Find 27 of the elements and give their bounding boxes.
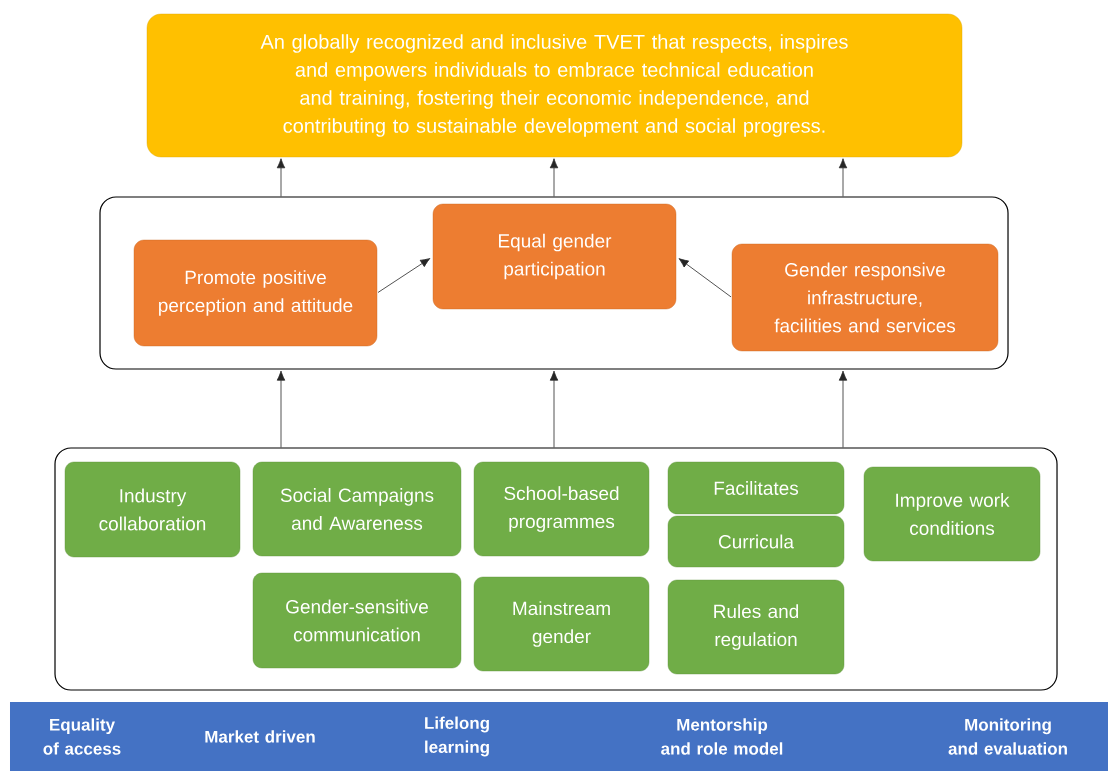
action-box: Industry collaboration bbox=[64, 461, 241, 558]
arrow bbox=[377, 258, 431, 293]
principle-label: Equality of access bbox=[43, 718, 121, 755]
goal-box: Promote positive perception and attitude bbox=[133, 239, 378, 347]
principle-label: Lifelong learning bbox=[425, 716, 489, 757]
arrow bbox=[678, 258, 732, 298]
arrow bbox=[276, 158, 286, 197]
action-box: Mainstream gender bbox=[473, 576, 650, 672]
action-box: Improve work conditions bbox=[863, 466, 1041, 562]
principle-label: Mentorship and role model bbox=[661, 718, 783, 755]
action-box: Social Campaigns and Awareness bbox=[252, 461, 462, 557]
action-box: Gender-sensitive communication bbox=[252, 572, 462, 669]
arrow bbox=[549, 158, 559, 197]
goal-box: Equal gender participation bbox=[432, 203, 677, 310]
principle-label: Market driven bbox=[205, 730, 315, 743]
goal-box: Gender responsive infrastructure, facilities and services bbox=[731, 243, 999, 352]
action-box: School-based programmes bbox=[473, 461, 650, 557]
arrow bbox=[549, 370, 559, 448]
action-box: Rules and regulation bbox=[667, 579, 845, 675]
vision-box: An globally recognized and inclusive TVET that respects, inspires and empowers individuals to embrace technical education and training, fostering their economic independence, and contributing to sustainable development and social progress. bbox=[146, 13, 963, 158]
action-box: Curricula bbox=[667, 515, 845, 568]
arrow bbox=[276, 370, 286, 448]
principle-label: Monitoring and evaluation bbox=[948, 718, 1067, 755]
arrow bbox=[838, 158, 848, 197]
principles-band bbox=[10, 702, 1108, 771]
arrow bbox=[838, 370, 848, 448]
action-box: Facilitates bbox=[667, 461, 845, 515]
